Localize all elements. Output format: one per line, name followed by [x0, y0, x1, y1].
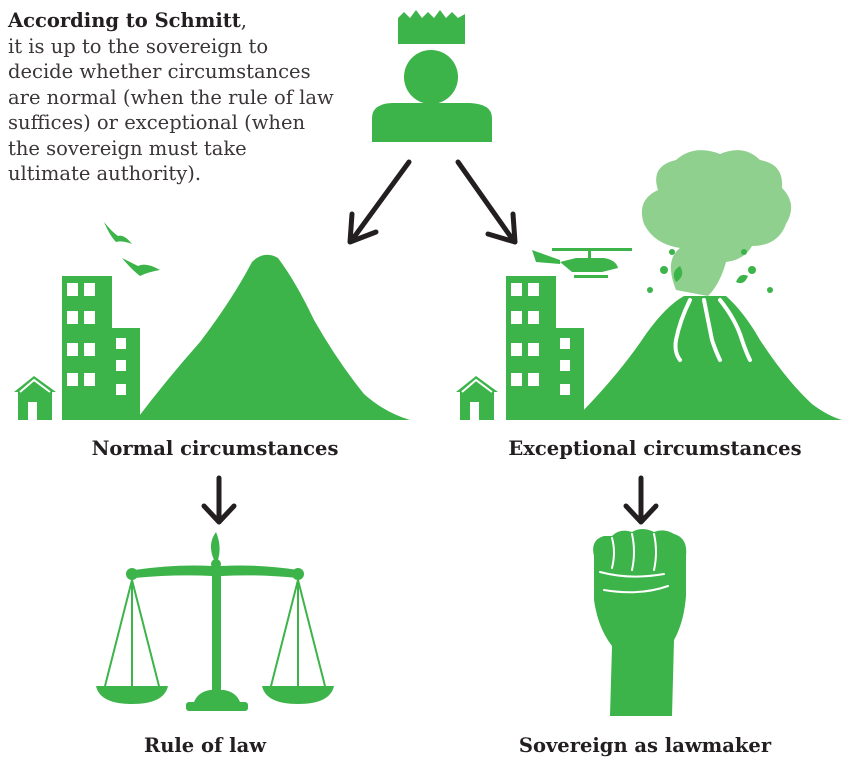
intro-heading-suffix: ,: [240, 9, 247, 32]
arrow-down-right: [623, 475, 659, 525]
intro-line: are normal (when the rule of law: [8, 85, 334, 109]
intro-heading: According to Schmitt: [8, 9, 241, 32]
intro-text: According to Schmitt, it is up to the so…: [8, 8, 348, 187]
label-exceptional-circumstances: Exceptional circumstances: [508, 437, 802, 460]
intro-line: it is up to the sovereign to: [8, 34, 269, 58]
intro-line: decide whether circumstances: [8, 60, 311, 83]
building-windows: [461, 283, 570, 420]
fist-icon: [593, 529, 687, 716]
label-sovereign-as-lawmaker: Sovereign as lawmaker: [518, 734, 772, 757]
label-normal-circumstances: Normal circumstances: [91, 437, 339, 460]
scales-icon: [96, 532, 334, 711]
arrow-down-left: [201, 475, 237, 525]
sovereign-figure-icon: [372, 10, 492, 142]
label-rule-of-law: Rule of law: [144, 734, 266, 757]
intro-line: ultimate authority).: [8, 162, 202, 185]
building-windows: [19, 283, 126, 420]
arrow-to-exceptional: [455, 159, 518, 245]
intro-line: the sovereign must take: [8, 136, 247, 160]
sovereign-crown-icon: [398, 10, 465, 44]
city-volcano-icon: [456, 150, 842, 420]
bird-icon: [122, 258, 160, 276]
bird-icon: [104, 222, 132, 244]
arrow-to-normal: [347, 159, 412, 245]
intro-line: suffices) or exceptional (when: [8, 111, 306, 134]
helicopter-icon: [532, 248, 632, 278]
